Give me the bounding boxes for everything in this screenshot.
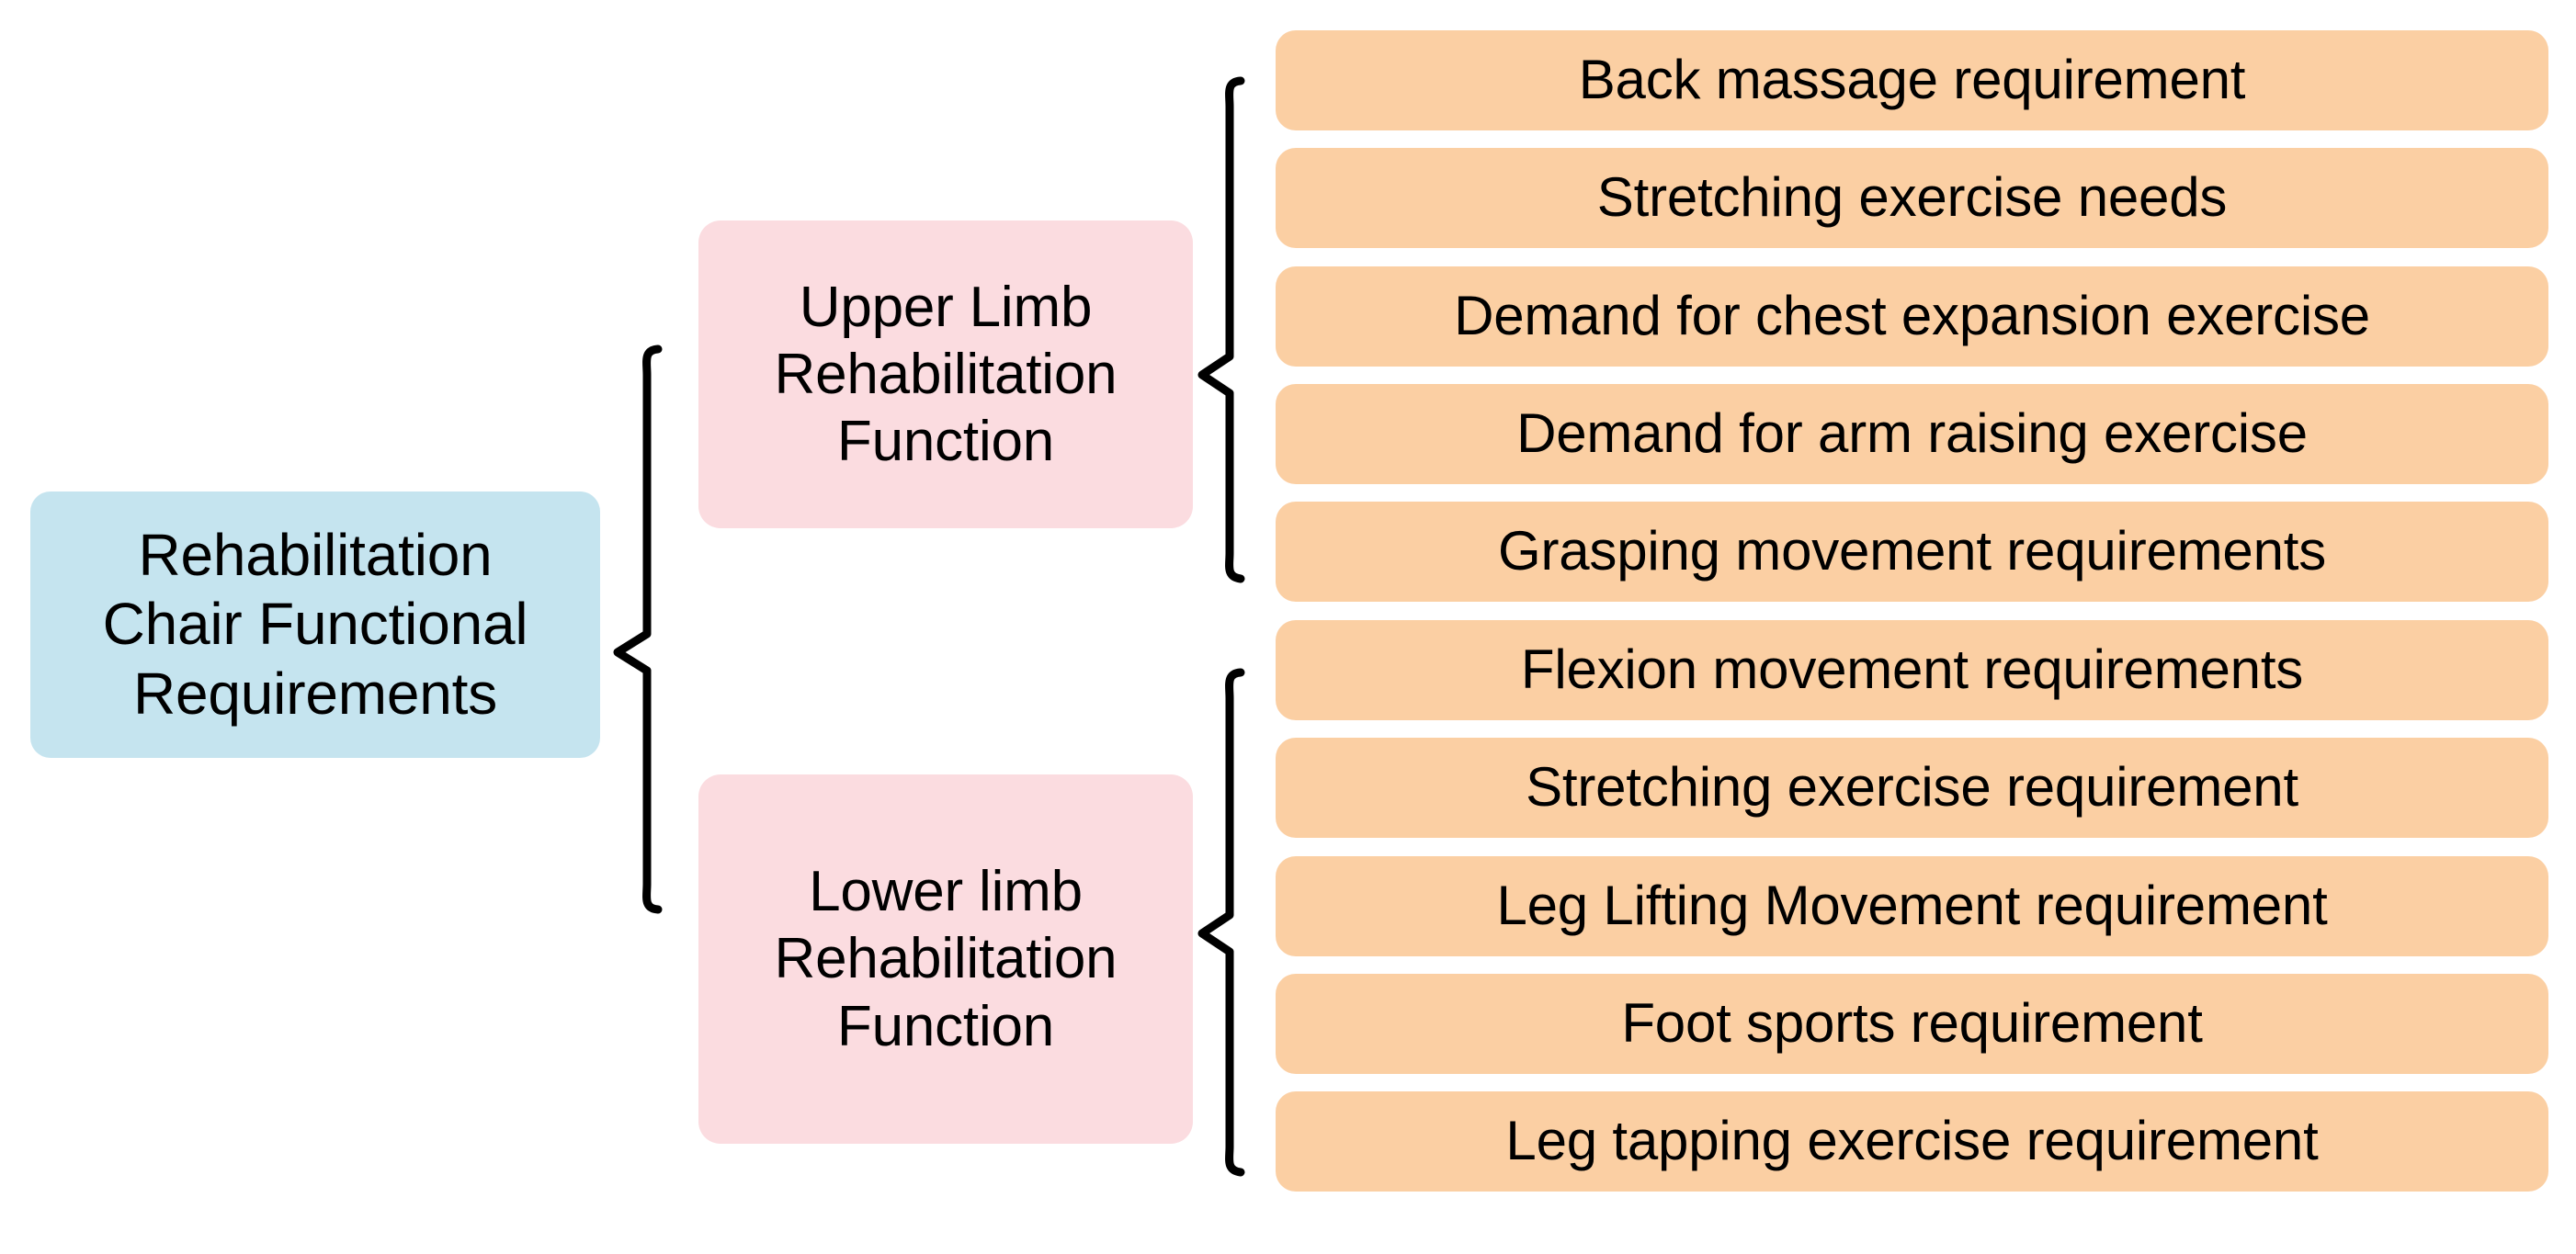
upper-limb-brace bbox=[1197, 76, 1245, 583]
leaf-node-demand-for-chest-expansion-exercise[interactable]: Demand for chest expansion exercise bbox=[1276, 266, 2548, 367]
root-brace bbox=[613, 345, 663, 914]
lower-limb-brace bbox=[1197, 668, 1245, 1177]
leaf-node-flexion-movement-requirements[interactable]: Flexion movement requirements bbox=[1276, 620, 2548, 720]
leaf-node-stretching-exercise-requirement[interactable]: Stretching exercise requirement bbox=[1276, 738, 2548, 838]
branch-node-lower-limb-rehabilitation-function[interactable]: Lower limb Rehabilitation Function bbox=[698, 774, 1193, 1144]
branch-node-upper-limb-rehabilitation-function[interactable]: Upper Limb Rehabilitation Function bbox=[698, 220, 1193, 528]
leaf-node-back-massage-requirement[interactable]: Back massage requirement bbox=[1276, 30, 2548, 130]
leaf-node-grasping-movement-requirements[interactable]: Grasping movement requirements bbox=[1276, 502, 2548, 602]
leaf-node-stretching-exercise-needs[interactable]: Stretching exercise needs bbox=[1276, 148, 2548, 248]
leaf-node-demand-for-arm-raising-exercise[interactable]: Demand for arm raising exercise bbox=[1276, 384, 2548, 484]
leaf-node-leg-lifting-movement-requirement[interactable]: Leg Lifting Movement requirement bbox=[1276, 856, 2548, 956]
leaf-node-leg-tapping-exercise-requirement[interactable]: Leg tapping exercise requirement bbox=[1276, 1091, 2548, 1192]
root-node-rehabilitation-chair-functional-requirements[interactable]: Rehabilitation Chair Functional Requirem… bbox=[30, 491, 600, 758]
leaf-node-foot-sports-requirement[interactable]: Foot sports requirement bbox=[1276, 974, 2548, 1074]
